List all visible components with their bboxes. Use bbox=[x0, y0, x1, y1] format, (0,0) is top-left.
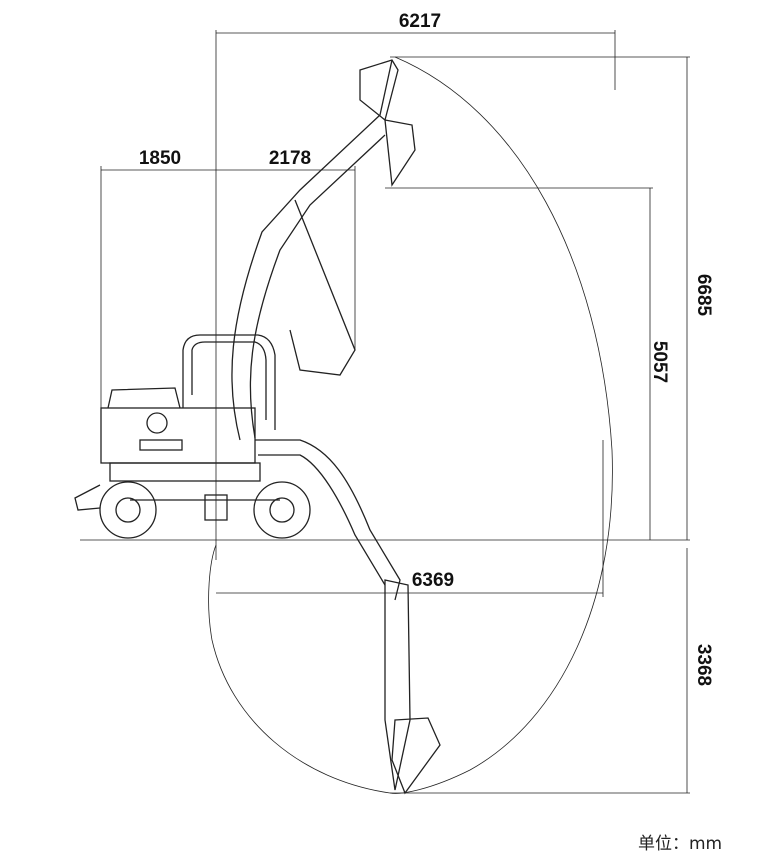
rear-wheel bbox=[99, 481, 157, 539]
bucket-top bbox=[359, 59, 399, 122]
boom-lowered-inner bbox=[258, 454, 386, 586]
label-6217: 6217 bbox=[399, 11, 441, 32]
bucket-dig bbox=[391, 717, 441, 795]
unit-label: 单位：mm bbox=[638, 834, 723, 854]
chassis bbox=[109, 462, 261, 482]
bucket-dump bbox=[384, 119, 416, 187]
arm-curled bbox=[289, 199, 356, 376]
boom-lowered bbox=[255, 439, 401, 601]
label-5057: 5057 bbox=[649, 341, 670, 383]
reference-lines bbox=[80, 30, 690, 794]
label-1850: 1850 bbox=[139, 148, 181, 169]
front-hub bbox=[269, 497, 295, 523]
engine-hood bbox=[107, 387, 181, 409]
label-6685: 6685 bbox=[693, 274, 714, 317]
cab bbox=[182, 334, 276, 430]
boom-raised bbox=[231, 59, 393, 441]
front-wheel bbox=[253, 481, 311, 539]
center-joint bbox=[204, 494, 228, 521]
working-range-envelope bbox=[208, 56, 613, 794]
arm-lowered bbox=[384, 579, 411, 791]
label-3368: 3368 bbox=[693, 644, 714, 686]
excavator bbox=[74, 59, 441, 795]
boom-raised-inner bbox=[249, 134, 386, 439]
logo-emblem bbox=[146, 412, 168, 434]
upper-body bbox=[100, 407, 256, 464]
cab-window bbox=[191, 341, 267, 420]
label-6369: 6369 bbox=[412, 570, 454, 591]
rear-hub bbox=[115, 497, 141, 523]
label-2178: 2178 bbox=[269, 148, 311, 169]
model-plate bbox=[139, 439, 183, 451]
dozer-blade bbox=[74, 484, 101, 511]
